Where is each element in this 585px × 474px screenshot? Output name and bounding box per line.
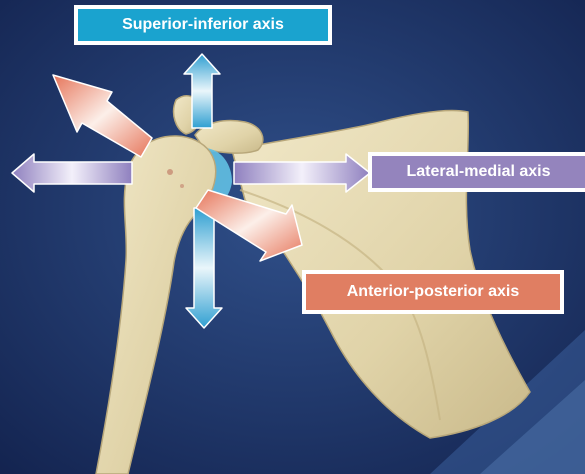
humeral-head-detail [180, 184, 184, 188]
superior-inferior-axis-label: Superior-inferior axis [74, 5, 332, 45]
anterior-posterior-axis-label: Anterior-posterior axis [302, 270, 564, 314]
humeral-head-detail [167, 169, 173, 175]
lateral-medial-axis-label: Lateral-medial axis [368, 152, 585, 192]
